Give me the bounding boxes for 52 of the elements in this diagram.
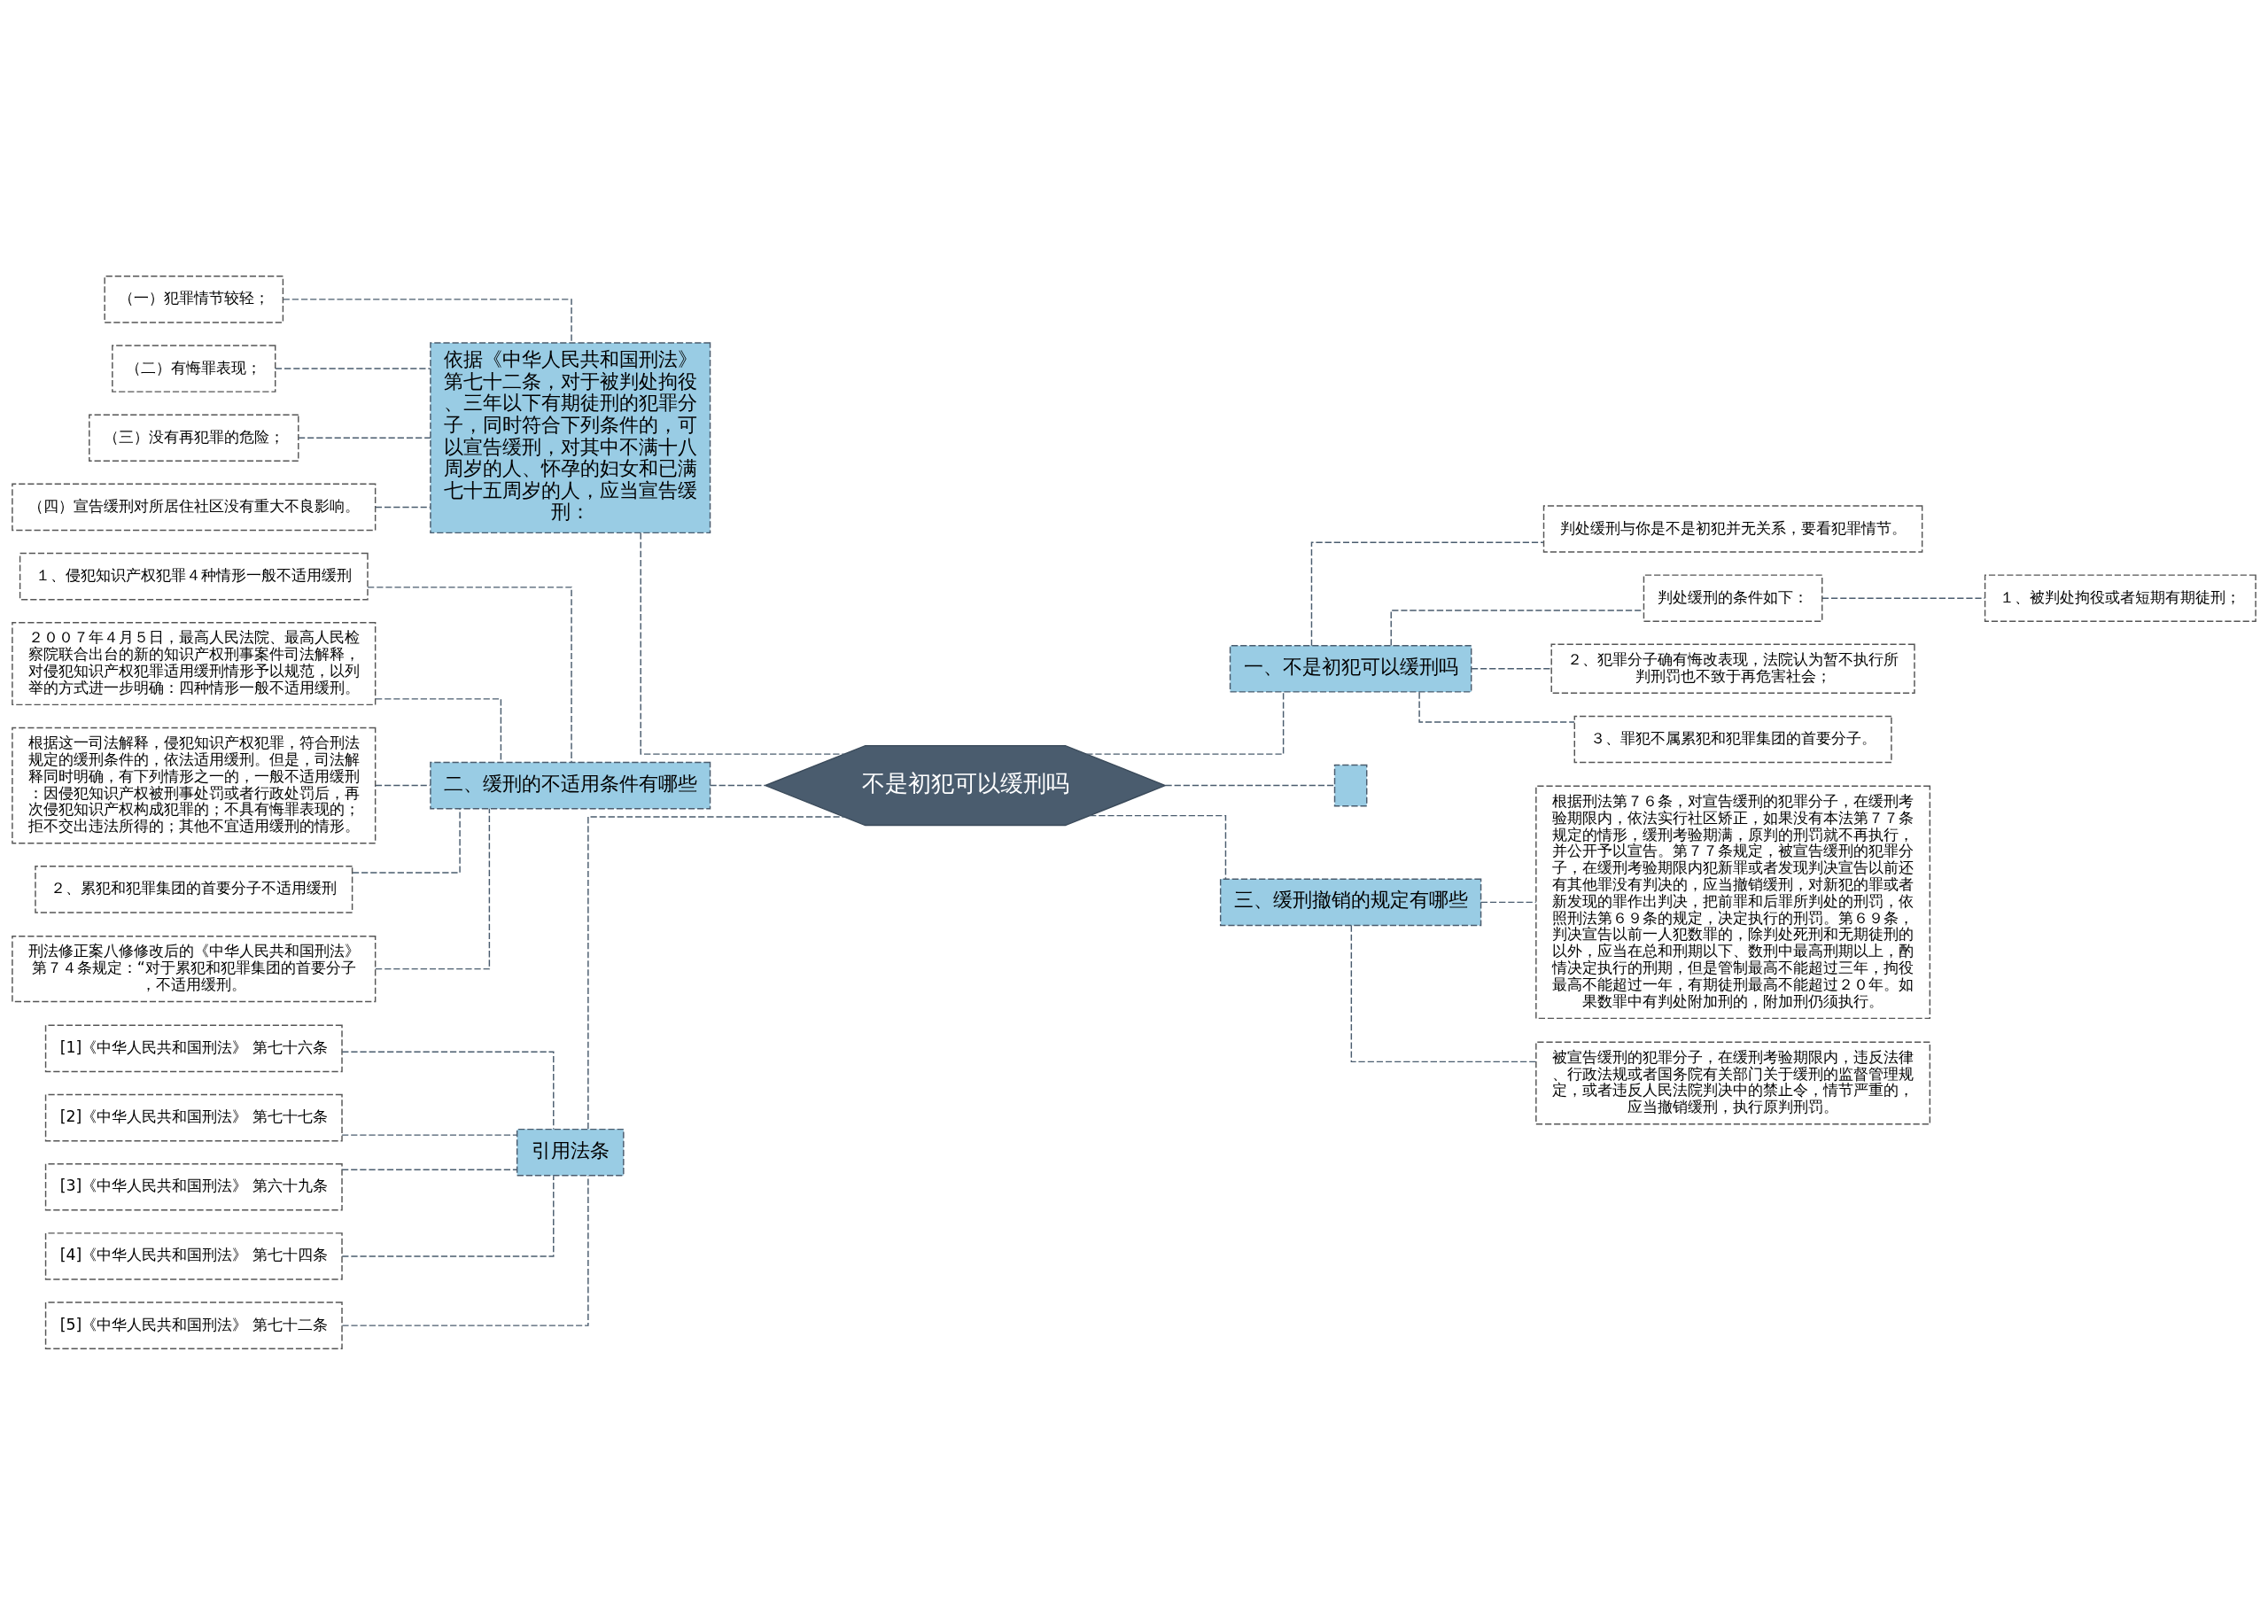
node-box: [3]《中华人民共和国刑法》 第六十九条	[44, 1162, 343, 1211]
node-box: （二）有悔罪表现；	[112, 344, 276, 392]
connector	[1164, 784, 1335, 786]
node-box: [2]《中华人民共和国刑法》 第七十七条	[44, 1093, 343, 1141]
node-box: 依据《中华人民共和国刑法》第七十二条，对于被判处拘役、三年以下有期徒刑的犯罪分子，同时符合下列条件的，可以宣告缓刑，对其中不满十八周岁的人、怀孕的妇女和已满七十五周岁的人，应当宣告缓刑：	[430, 341, 711, 533]
node-box: ２、犯罪分子确有悔改表现，法院认为暂不执行所判刑罚也不致于再危害社会；	[1550, 643, 1915, 694]
connector	[298, 437, 431, 439]
connector	[283, 298, 572, 344]
node-box: １、被判处拘役或者短期有期徒刑；	[1984, 573, 2256, 622]
node-box: [4]《中华人民共和国刑法》 第七十四条	[44, 1232, 343, 1280]
node-box: （一）犯罪情节较轻；	[104, 275, 284, 323]
connector	[341, 1174, 589, 1326]
connector	[640, 532, 845, 755]
connector	[341, 1175, 555, 1257]
connector	[275, 367, 431, 369]
node-box: 根据这一司法解释，侵犯知识产权犯罪，符合刑法规定的缓刑条件的，依法适用缓刑。但是，司法解释同时明确，有下列情形之一的，一般不适用缓刑：因侵犯知识产权被刑事处罚或者行政处罚后，再次侵犯知识产权构成犯罪的；不具有悔罪表现的；拒不交出违法所得的；其他不宜适用缓刑的情形。	[12, 727, 377, 843]
connector	[341, 1051, 555, 1130]
node-box: ２００７年４月５日，最高人民法院、最高人民检察院联合出台的新的知识产权刑事案件司法解释，对侵犯知识产权犯罪适用缓刑情形予以规范，以列举的方式进一步明确：四种情形一般不适用缓刑。	[12, 621, 377, 705]
connector	[1310, 541, 1544, 646]
connector	[1821, 597, 1985, 599]
connector	[1350, 924, 1537, 1062]
node-box: ３、罪犯不属累犯和犯罪集团的首要分子。	[1573, 715, 1892, 763]
connector	[375, 784, 431, 786]
node-box: 刑法修正案八修修改后的《中华人民共和国刑法》第７４条规定：“对于累犯和犯罪集团的首要分子，不适用缓刑。	[12, 935, 377, 1002]
node-box: 三、缓刑撤销的规定有哪些	[1219, 878, 1482, 926]
connector	[587, 815, 845, 1130]
node-box: ２、累犯和犯罪集团的首要分子不适用缓刑	[35, 865, 353, 913]
connector	[1471, 667, 1552, 670]
connector	[1480, 901, 1537, 903]
node-box: 引用法条	[516, 1128, 625, 1176]
connector	[1085, 690, 1285, 755]
connector	[375, 807, 491, 969]
connector	[375, 506, 431, 508]
node-box: （四）宣告缓刑对所居住社区没有重大不良影响。	[12, 483, 377, 531]
connector	[341, 1133, 517, 1136]
node-box: （三）没有再犯罪的危险；	[89, 413, 299, 462]
node-box: １、侵犯知识产权犯罪４种情形一般不适用缓刑	[19, 552, 369, 600]
node-box: [5]《中华人民共和国刑法》 第七十二条	[44, 1301, 343, 1349]
node-box: 判处缓刑与你是不是初犯并无关系，要看犯罪情节。	[1542, 504, 1923, 553]
node-box: [1]《中华人民共和国刑法》 第七十六条	[44, 1024, 343, 1072]
node-box	[1333, 764, 1368, 806]
node-box: 二、缓刑的不适用条件有哪些	[430, 761, 711, 809]
connector	[352, 807, 461, 874]
node-box: 根据刑法第７６条，对宣告缓刑的犯罪分子，在缓刑考验期限内，依法实行社区矫正，如果没有本法第７７条规定的情形，缓刑考验期满，原判的刑罚就不再执行，并公开予以宣告。第７７条规定，被宣告缓刑的犯罪分子，在缓刑考验期限内犯新罪或者发现判决宣告以前还有其他罪没有判决的，应当撤销缓刑，对新犯的罪或者新发现的罪作出判决，把前罪和后罪所判处的刑罚，依照刑法第６９条的规定，决定执行的刑罚。第６９条，判决宣告以前一人犯数罪的，除判处死刑和无期徒刑的以外，应当在总和刑期以下、数刑中最高刑期以上，酌情决定执行的刑期，但是管制最高不能超过三年，拘役最高不能超过一年，有期徒刑最高不能超过２０年。如果数罪中有判处附加刑的，附加刑仍须执行。	[1535, 785, 1931, 1019]
node-box: 一、不是初犯可以缓刑吗	[1229, 644, 1472, 693]
connector	[1089, 814, 1227, 880]
connector	[341, 1169, 517, 1170]
node-box: 判处缓刑的条件如下：	[1643, 573, 1823, 622]
connector	[367, 586, 572, 763]
connector	[709, 784, 766, 786]
connector	[1418, 691, 1575, 723]
node-box: 被宣告缓刑的犯罪分子，在缓刑考验期限内，违反法律、行政法规或者国务院有关部门关于缓刑的监督管理规定，或者违反人民法院判决中的禁止令，情节严重的，应当撤销缓刑，执行原判刑罚。	[1535, 1040, 1931, 1125]
